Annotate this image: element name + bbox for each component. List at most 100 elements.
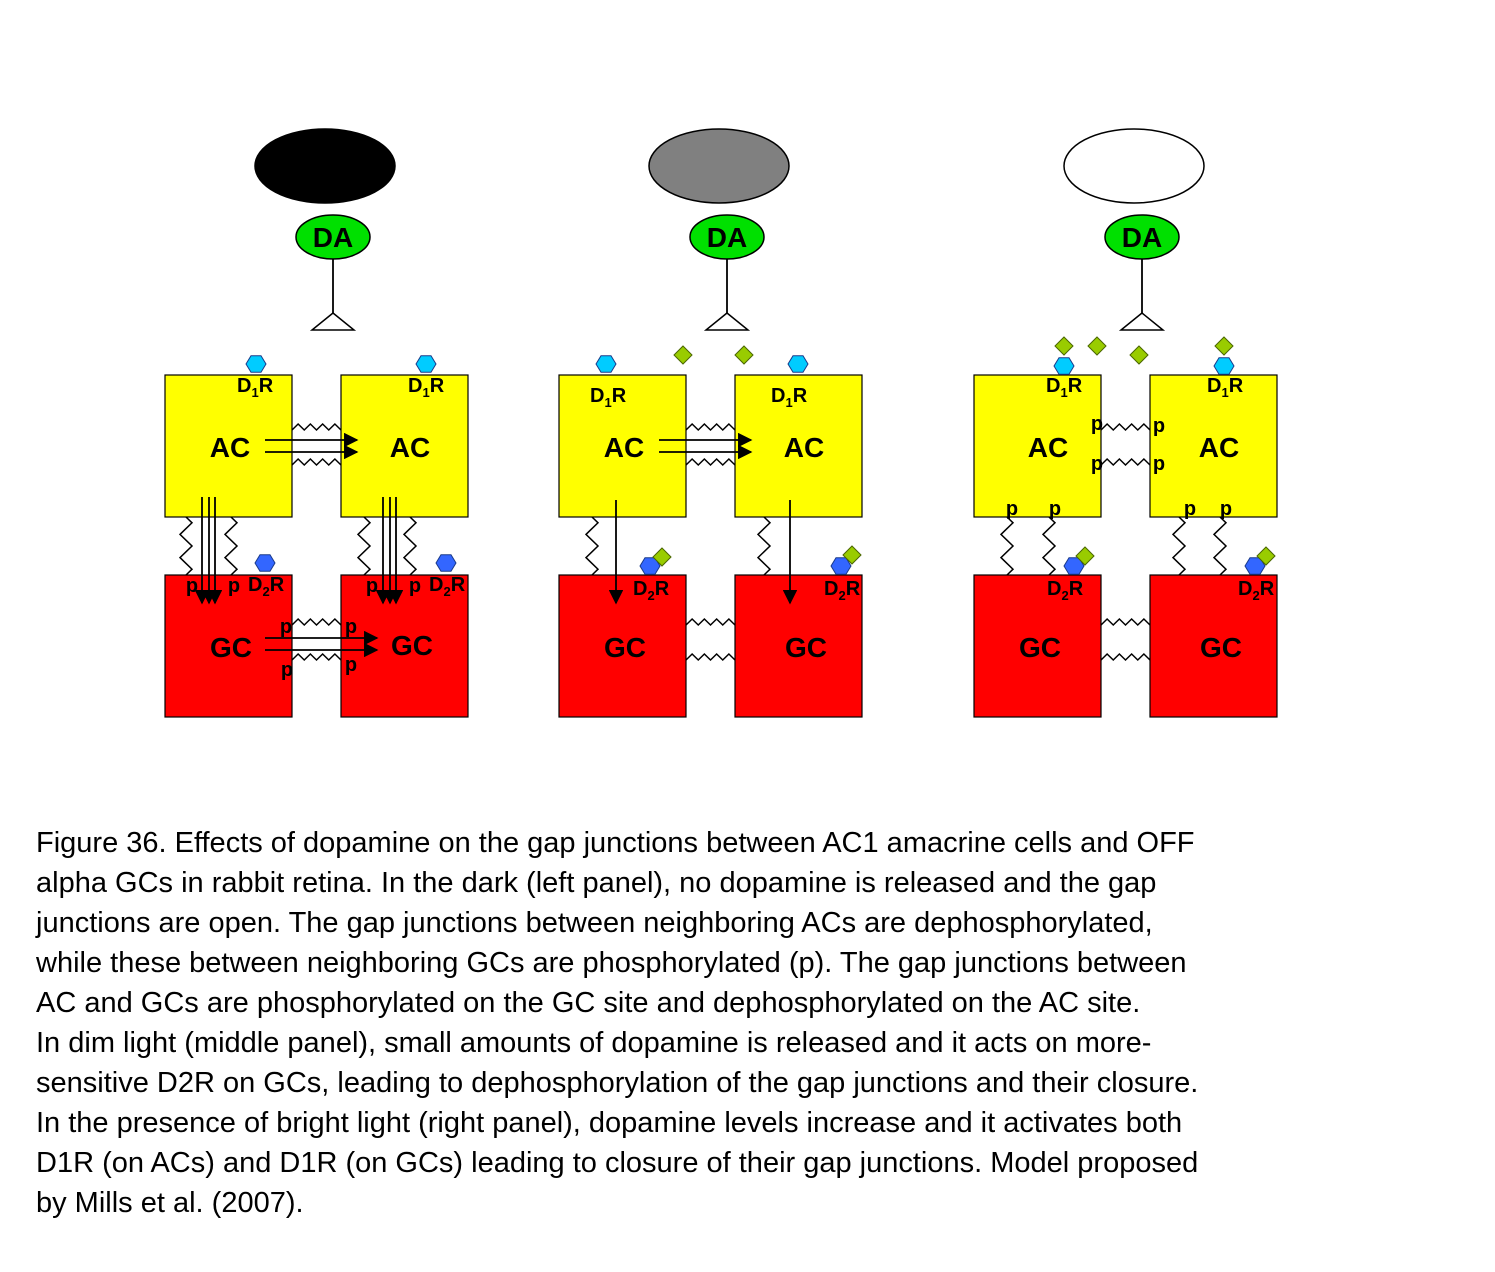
phosphorylation-label: p (1091, 453, 1103, 475)
dopamine-molecule (1087, 336, 1107, 356)
phosphorylation-label: p (1006, 498, 1018, 520)
gap-junction-symbol (685, 617, 736, 627)
phosphorylation-label: p (409, 575, 421, 597)
amacrine-cell-right (340, 374, 469, 518)
dopamine-molecule (673, 345, 693, 365)
d2-receptor-icon (254, 554, 276, 572)
dopamine-cell-label: DA (707, 222, 747, 253)
dopamine-molecule (1054, 336, 1074, 356)
d1-receptor-label: D1R (1046, 375, 1083, 400)
gap-junction-symbol (1212, 516, 1228, 576)
phosphorylation-label: p (280, 616, 292, 638)
amacrine-cell-left (558, 374, 687, 518)
light-condition-ellipse (648, 128, 790, 204)
d1-receptor-label: D1R (237, 375, 274, 400)
d1-receptor-label: D1R (408, 375, 445, 400)
d1-receptor-icon (1213, 357, 1235, 375)
ganglion-label: GC (604, 632, 646, 663)
ganglion-label: GC (1200, 632, 1242, 663)
amacrine-label: AC (784, 432, 824, 463)
d2-receptor-icon (435, 554, 457, 572)
gap-junction-symbol (291, 617, 342, 627)
gap-junction-symbol (291, 422, 342, 432)
d2-receptor-label: D2R (1047, 578, 1084, 603)
gap-junction-symbol (685, 422, 736, 432)
synaptic-terminal (309, 312, 357, 331)
d1-receptor-label: D1R (590, 385, 627, 410)
d1-receptor-icon (245, 355, 267, 373)
gap-junction-symbol (685, 457, 736, 467)
caption-line: alpha GCs in rabbit retina. In the dark … (36, 867, 1157, 899)
caption-line: In the presence of bright light (right p… (36, 1107, 1183, 1139)
gap-junction-symbol (584, 516, 600, 576)
dopamine-molecule (734, 345, 754, 365)
d2-receptor-label: D2R (429, 574, 466, 599)
phosphorylation-label: p (281, 659, 293, 681)
ganglion-cell-right (734, 574, 863, 718)
amacrine-label: AC (1199, 432, 1239, 463)
d2-receptor-label: D2R (633, 578, 670, 603)
phosphorylation-label: p (228, 575, 240, 597)
d1-receptor-label: D1R (1207, 375, 1244, 400)
dopamine-cell-label: DA (1122, 222, 1162, 253)
ganglion-label: GC (1019, 632, 1061, 663)
phosphorylation-label: p (1184, 498, 1196, 520)
ganglion-label: GC (785, 632, 827, 663)
light-condition-ellipse (1063, 128, 1205, 204)
gap-junction-symbol (178, 516, 194, 576)
caption-line: D1R (on ACs) and D1R (on GCs) leading to… (36, 1147, 1199, 1179)
caption-line: AC and GCs are phosphorylated on the GC … (36, 987, 1141, 1019)
d1-receptor-icon (787, 355, 809, 373)
d1-receptor-label: D1R (771, 385, 808, 410)
caption-line: while these between neighboring GCs are … (36, 947, 1187, 979)
gap-junction-symbol (291, 652, 342, 662)
caption-line: sensitive D2R on GCs, leading to dephosp… (36, 1067, 1199, 1099)
d1-receptor-icon (415, 355, 437, 373)
phosphorylation-label: p (1153, 453, 1165, 475)
ganglion-cell-left (164, 574, 293, 718)
caption-line: junctions are open. The gap junctions be… (36, 907, 1153, 939)
ganglion-cell-right (340, 574, 469, 718)
ganglion-cell-right (1149, 574, 1278, 718)
figure-caption: Figure 36. Effects of dopamine on the ga… (36, 823, 1476, 1223)
ganglion-label: GC (210, 632, 252, 663)
gap-junction-symbol (1171, 516, 1187, 576)
dopamine-molecule (652, 547, 672, 567)
amacrine-cell-right (1149, 374, 1278, 518)
d2-receptor-label: D2R (1238, 578, 1275, 603)
phosphorylation-label: p (1091, 413, 1103, 435)
phosphorylation-label: p (345, 654, 357, 676)
synaptic-terminal (703, 312, 751, 331)
synaptic-terminal (1118, 312, 1166, 331)
d2-receptor-label: D2R (248, 574, 285, 599)
phosphorylation-label: p (1220, 498, 1232, 520)
dopamine-cell-label: DA (313, 222, 353, 253)
gap-junction-symbol (999, 516, 1015, 576)
caption-line: by Mills et al. (2007). (36, 1187, 304, 1219)
gap-junction-symbol (1100, 422, 1151, 432)
amacrine-cell-left (973, 374, 1102, 518)
phosphorylation-label: p (345, 616, 357, 638)
gap-junction-symbol (291, 457, 342, 467)
ganglion-label: GC (391, 630, 433, 661)
gap-junction-symbol (1041, 516, 1057, 576)
caption-line: In dim light (middle panel), small amoun… (36, 1027, 1152, 1059)
gap-junction-symbol (756, 516, 772, 576)
d1-receptor-icon (595, 355, 617, 373)
dopamine-molecule (1075, 546, 1095, 566)
phosphorylation-label: p (1153, 415, 1165, 437)
phosphorylation-label: p (366, 575, 378, 597)
phosphorylation-label: p (1049, 498, 1061, 520)
gap-junction-symbol (1100, 457, 1151, 467)
amacrine-cell-left (164, 374, 293, 518)
d1-receptor-icon (1053, 357, 1075, 375)
amacrine-label: AC (604, 432, 644, 463)
amacrine-label: AC (390, 432, 430, 463)
amacrine-label: AC (210, 432, 250, 463)
amacrine-label: AC (1028, 432, 1068, 463)
